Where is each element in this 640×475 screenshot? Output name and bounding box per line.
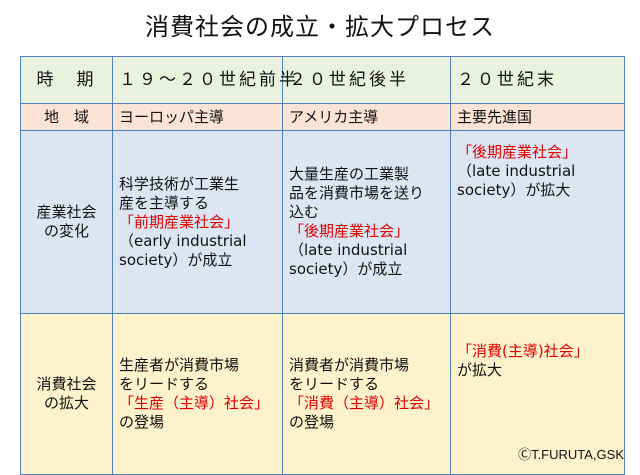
industry-col2-english2: society）が成立: [289, 260, 403, 278]
region-label: 地 域: [20, 103, 113, 131]
consumer-col1-line1: 生産者が消費市場: [119, 356, 240, 374]
industry-label: 産業社会 の変化: [20, 130, 113, 314]
process-table: 時 期 １９～２０世紀前半 ２０世紀後半 ２０世紀末 地 域 ヨーロッパ主導 ア…: [20, 56, 625, 475]
industry-col1-english: （early industrial: [119, 231, 247, 250]
consumer-label-line1: 消費社会: [36, 375, 97, 393]
page-title: 消費社会の成立・拡大プロセス: [145, 13, 495, 41]
consumer-col2-line2: をリードする: [289, 375, 380, 393]
region-row: 地 域 ヨーロッパ主導 アメリカ主導 主要先進国: [20, 103, 625, 131]
industry-col3-english: （late industrial: [457, 162, 576, 180]
industry-col1-line1: 科学技術が工業生: [119, 174, 240, 193]
consumer-row: 消費社会 の拡大 生産者が消費市場 をリードする 「生産（主導）社会」 の登場 …: [20, 313, 625, 475]
consumer-col-1: 生産者が消費市場 をリードする 「生産（主導）社会」 の登場: [112, 313, 283, 475]
industry-col2-line1: 大量生産の工業製: [289, 165, 410, 183]
industry-col-3: 「後期産業社会」 （late industrial society）が拡大: [450, 130, 625, 314]
consumer-col1-line2: をリードする: [119, 375, 210, 393]
consumer-col1-line3: の登場: [119, 413, 165, 431]
region-col-2: アメリカ主導: [282, 103, 451, 131]
industry-col2-english: （late industrial: [289, 241, 408, 259]
industry-col1-english2: society）が成立: [119, 250, 233, 269]
period-label: 時 期: [20, 56, 113, 104]
period-row: 時 期 １９～２０世紀前半 ２０世紀後半 ２０世紀末: [20, 56, 625, 104]
industry-label-line2: の変化: [43, 222, 89, 240]
consumer-col2-highlight: 「消費（主導）社会」: [289, 394, 440, 412]
consumer-label: 消費社会 の拡大: [20, 313, 113, 475]
industry-col-2: 大量生産の工業製 品を消費市場を送り 込む 「後期産業社会」 （late ind…: [282, 130, 451, 314]
industry-col-1: 科学技術が工業生 産を主導する 「前期産業社会」 （early industri…: [112, 130, 283, 314]
industry-col3-highlight: 「後期産業社会」: [457, 143, 578, 161]
copyright-notice: ⒸT.FURUTA,GSK: [518, 447, 624, 462]
consumer-col1-highlight: 「生産（主導）社会」: [119, 394, 270, 412]
consumer-col-3: 「消費(主導)社会」 が拡大: [450, 313, 625, 475]
consumer-col3-line2: が拡大: [457, 361, 503, 379]
consumer-label-line2: の拡大: [43, 394, 89, 412]
industry-col1-highlight: 「前期産業社会」: [119, 212, 240, 231]
period-col-2: ２０世紀後半: [282, 56, 451, 104]
region-col-1: ヨーロッパ主導: [112, 103, 283, 131]
region-col-3: 主要先進国: [450, 103, 625, 131]
industry-col1-line2: 産を主導する: [119, 193, 210, 212]
industry-col2-line3: 込む: [289, 203, 320, 221]
industry-row: 産業社会 の変化 科学技術が工業生 産を主導する 「前期産業社会」 （early…: [20, 130, 625, 314]
industry-col2-highlight: 「後期産業社会」: [289, 222, 410, 240]
industry-col2-line2: 品を消費市場を送り: [289, 184, 425, 202]
consumer-col-2: 消費者が消費市場 をリードする 「消費（主導）社会」 の登場: [282, 313, 451, 475]
consumer-col2-line3: の登場: [289, 413, 335, 431]
period-col-3: ２０世紀末: [450, 56, 625, 104]
industry-col3-english2: society）が拡大: [457, 181, 571, 199]
industry-label-line1: 産業社会: [36, 203, 97, 221]
consumer-col2-line1: 消費者が消費市場: [289, 356, 410, 374]
consumer-col3-highlight: 「消費(主導)社会」: [457, 342, 589, 360]
period-col-1: １９～２０世紀前半: [112, 56, 296, 104]
